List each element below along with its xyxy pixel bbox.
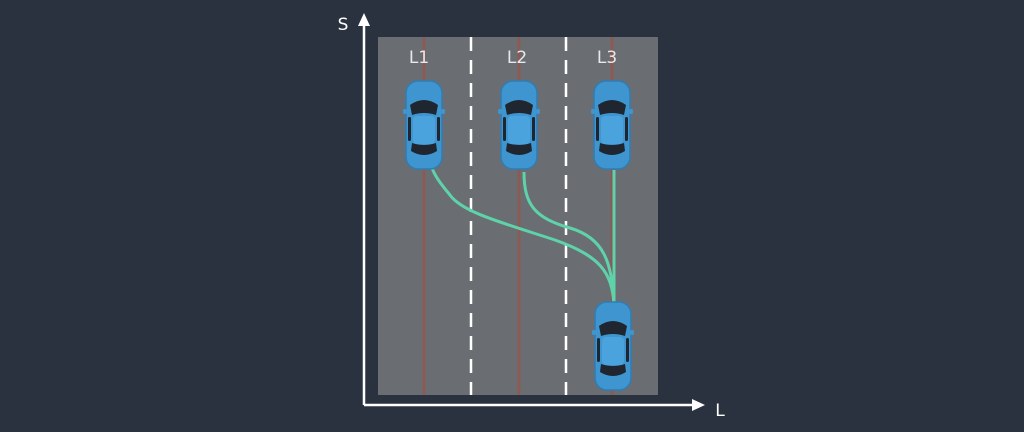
car-top-view-icon [590,80,634,170]
lane-label-l3: L3 [597,48,617,68]
l-axis-label: L [715,401,725,421]
car-top-view-icon [497,80,541,170]
s-axis-arrow-icon [358,13,370,26]
lane-label-l2: L2 [507,48,527,68]
car-top-view-icon [402,80,446,170]
lane-label-l1: L1 [409,48,429,68]
trajectory-to-l2 [522,171,616,306]
car-top-view-icon [591,301,635,391]
l-axis-arrow-icon [692,399,705,411]
s-axis-label: S [338,15,349,35]
trajectory-to-l1 [430,167,616,306]
